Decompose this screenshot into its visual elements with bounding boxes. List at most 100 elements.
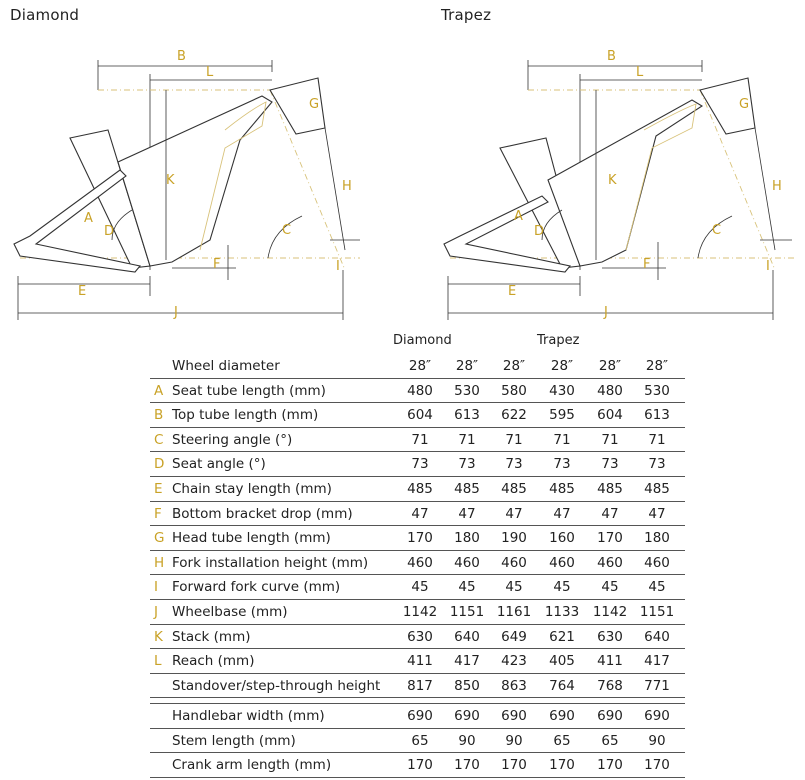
cell-value: 1142 <box>592 603 628 620</box>
cell-value: 170 <box>407 757 433 774</box>
cell-value: 90 <box>505 732 523 749</box>
cell-value: 47 <box>553 505 571 522</box>
cell-value: 817 <box>407 677 433 694</box>
cell-value: 65 <box>411 732 429 749</box>
cell-value: 28″ <box>502 358 526 374</box>
cell-value: 485 <box>501 480 527 497</box>
cell-value: 460 <box>549 554 575 571</box>
svg-text:B: B <box>177 49 186 64</box>
cell-value: 65 <box>601 732 619 749</box>
cell-value: 73 <box>458 456 476 473</box>
row-label: Seat angle (°) <box>172 456 266 473</box>
cell-value: 411 <box>407 653 433 670</box>
dimension-letter: A <box>154 382 164 399</box>
cell-value: 690 <box>407 708 433 724</box>
group-header-trapez: Trapez <box>537 333 580 348</box>
cell-value: 1151 <box>639 603 675 620</box>
svg-text:F: F <box>643 257 650 272</box>
cell-value: 47 <box>505 505 523 522</box>
cell-value: 423 <box>501 653 527 670</box>
cell-value: 580 <box>501 382 527 399</box>
cell-value: 480 <box>407 382 433 399</box>
row-label: Seat tube length (mm) <box>172 382 326 399</box>
cell-value: 690 <box>549 708 575 724</box>
cell-value: 690 <box>501 708 527 724</box>
dimension-letter: H <box>154 554 165 571</box>
cell-value: 690 <box>454 708 480 724</box>
cell-value: 530 <box>454 382 480 399</box>
row-label: Standover/step-through height <box>172 677 381 694</box>
cell-value: 460 <box>597 554 623 571</box>
cell-value: 595 <box>549 407 575 424</box>
svg-text:J: J <box>603 305 608 320</box>
diamond-diagram-title: Diamond <box>10 6 80 24</box>
svg-text:D: D <box>104 224 114 239</box>
row-label: Chain stay length (mm) <box>172 480 332 497</box>
cell-value: 71 <box>648 431 666 448</box>
svg-text:E: E <box>508 284 516 299</box>
svg-text:A: A <box>84 211 93 226</box>
row-label: Stem length (mm) <box>172 732 296 749</box>
svg-text:C: C <box>712 223 721 238</box>
cell-value: 460 <box>407 554 433 571</box>
cell-value: 411 <box>597 653 623 670</box>
svg-text:G: G <box>309 97 319 112</box>
cell-value: 850 <box>454 677 480 694</box>
cell-value: 71 <box>411 431 429 448</box>
cell-value: 640 <box>454 628 480 645</box>
cell-value: 460 <box>644 554 670 571</box>
cell-value: 45 <box>458 579 476 596</box>
cell-value: 65 <box>553 732 571 749</box>
cell-value: 73 <box>505 456 523 473</box>
svg-text:G: G <box>739 97 749 112</box>
row-label: Head tube length (mm) <box>172 530 331 547</box>
dimension-letter: D <box>154 456 165 473</box>
row-label: Forward fork curve (mm) <box>172 579 341 596</box>
cell-value: 485 <box>407 480 433 497</box>
svg-text:K: K <box>608 173 617 188</box>
cell-value: 485 <box>597 480 623 497</box>
svg-text:I: I <box>336 259 340 274</box>
cell-value: 690 <box>597 708 623 724</box>
cell-value: 45 <box>553 579 571 596</box>
cell-value: 47 <box>648 505 666 522</box>
cell-value: 71 <box>553 431 571 448</box>
dimension-letter: I <box>154 579 158 596</box>
cell-value: 47 <box>458 505 476 522</box>
cell-value: 485 <box>454 480 480 497</box>
cell-value: 771 <box>644 677 670 694</box>
svg-text:F: F <box>213 257 220 272</box>
row-label: Top tube length (mm) <box>172 407 319 424</box>
cell-value: 417 <box>454 653 480 670</box>
row-label: Bottom bracket drop (mm) <box>172 505 353 522</box>
diamond-frame-diagram: BLG HKC ADF EIJ <box>13 49 360 320</box>
cell-value: 170 <box>597 757 623 774</box>
cell-value: 604 <box>407 407 433 424</box>
cell-value: 460 <box>501 554 527 571</box>
dimension-letter: E <box>154 480 163 497</box>
cell-value: 613 <box>644 407 670 424</box>
cell-value: 71 <box>458 431 476 448</box>
cell-value: 1161 <box>496 603 532 620</box>
svg-text:L: L <box>636 65 644 80</box>
cell-value: 417 <box>644 653 670 670</box>
cell-value: 73 <box>553 456 571 473</box>
cell-value: 90 <box>458 732 476 749</box>
cell-value: 73 <box>601 456 619 473</box>
cell-value: 180 <box>644 530 670 547</box>
trapez-frame-diagram: BLG HKC ADF EIJ <box>443 49 795 320</box>
cell-value: 190 <box>501 530 527 547</box>
row-label: Handlebar width (mm) <box>172 708 325 724</box>
cell-value: 764 <box>549 677 575 694</box>
cell-value: 480 <box>597 382 623 399</box>
